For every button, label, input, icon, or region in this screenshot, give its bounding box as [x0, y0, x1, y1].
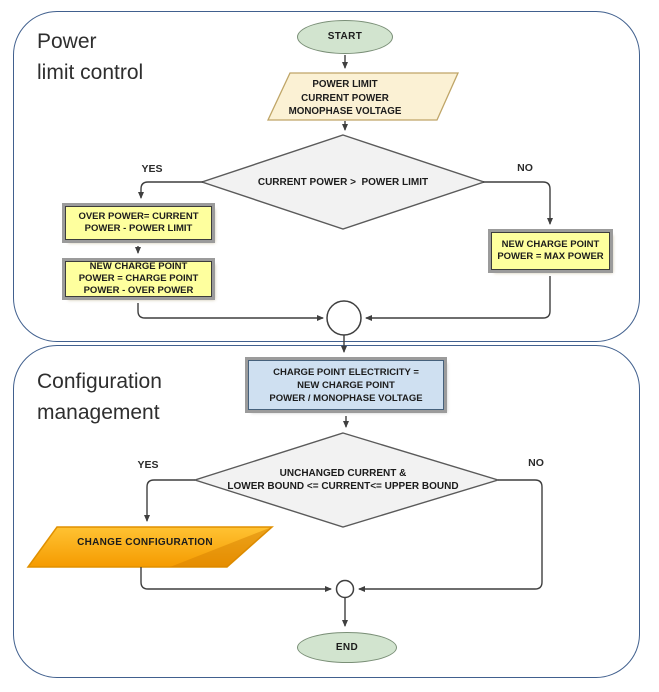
edge-decision2-yes	[144, 479, 195, 522]
edge-label-no-1: NO	[517, 162, 533, 174]
edge-nobranch-to-junction1	[365, 276, 551, 321]
edge-label-yes-1: YES	[141, 163, 163, 175]
junction-circle-1	[326, 300, 362, 336]
edge-yesbranch-to-junction1	[137, 303, 324, 321]
decision-diamond-power	[199, 134, 487, 230]
end-label: END	[335, 641, 359, 653]
edge-decision1-yes	[138, 181, 203, 199]
edge-label-yes-2: YES	[137, 459, 159, 471]
decision-power-label: CURRENT POWER > POWER LIMIT	[257, 177, 429, 188]
change-configuration-label: CHANGE CONFIGURATION	[77, 537, 213, 548]
edge-decision2-no	[358, 479, 543, 592]
junction-circle-2	[335, 579, 355, 599]
io-parallelogram-inputs	[266, 72, 460, 121]
start-label: START	[327, 31, 363, 42]
process-charge-point-electricity: CHARGE POINT ELECTRICITY =NEW CHARGE POI…	[245, 357, 447, 413]
start-node: START	[297, 20, 393, 54]
change-configuration-parallelogram	[26, 526, 274, 568]
decision-diamond-current	[192, 432, 501, 528]
edge-changeconfig-to-junction2	[140, 567, 332, 592]
edge-label-no-2: NO	[528, 457, 544, 469]
end-node: END	[297, 632, 397, 663]
change-configuration-fold	[170, 527, 272, 567]
decision-current-label: UNCHANGED CURRENT &LOWER BOUND <= CURREN…	[227, 468, 459, 492]
edge-decision1-no	[483, 181, 553, 225]
